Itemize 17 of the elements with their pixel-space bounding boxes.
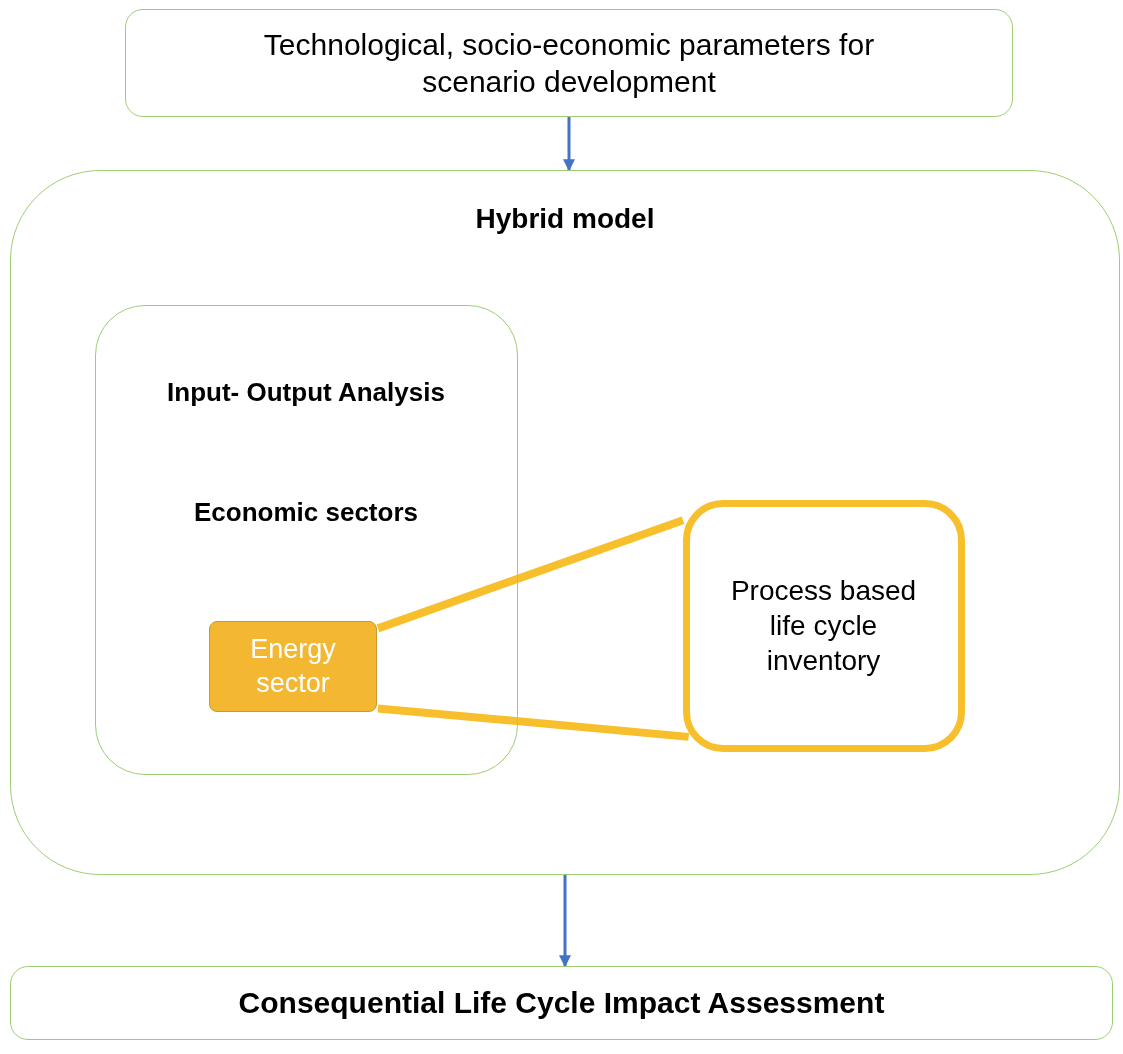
arrow [559,875,571,968]
box-label: Process based life cycle inventory [729,574,918,678]
heading: Input- Output Analysis [167,375,445,408]
group-box [94,304,518,775]
connector-line [377,704,689,741]
box-label: Energy sector [249,632,337,700]
process-box [682,499,965,752]
process-box [10,966,1113,1040]
process-box [125,9,1013,117]
connector-line [376,516,685,633]
box-label: Economic sectors [194,496,418,529]
group-box [10,170,1120,875]
sector-box [209,621,377,712]
box-label: Hybrid model [475,202,655,236]
box-label: Technological, socio-economic parameters for scenario development [262,26,876,100]
box-label: Consequential Life Cycle Impact Assessment [238,985,885,1022]
arrow [563,117,575,172]
